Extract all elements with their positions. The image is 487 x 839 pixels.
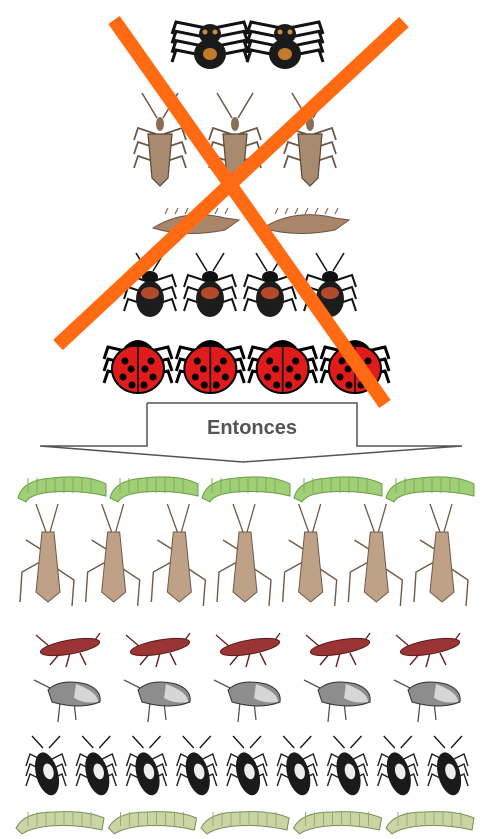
black-white-bug-icon [378,736,418,798]
spider-icon [172,22,248,69]
transition-label: Entonces [207,417,297,439]
red-bug-icon [216,633,281,667]
black-white-bug-icon [227,736,267,798]
mirid-bug-icon [151,504,205,606]
mirid-bug-icon [86,504,140,606]
pale-caterpillar-icon [201,812,289,834]
black-white-bug-icon [177,736,217,798]
black-white-bug-icon [428,736,468,798]
mirid-bug-icon [20,504,74,606]
grey-plant-bug-icon [124,680,190,722]
green-caterpillar-icon [18,477,106,502]
spider-icon [247,22,323,69]
grey-plant-bug-icon [34,680,100,722]
lacewing-larva-icon [263,208,349,234]
ladybug-icon [176,340,244,393]
pale-caterpillar-icon [16,812,104,834]
red-bug-icon [126,633,191,667]
ladybug-icon [249,340,317,393]
green-caterpillar-icon [386,477,474,502]
grey-plant-bug-icon [214,680,280,722]
pests-group [16,477,474,834]
black-white-bug-icon [127,736,167,798]
red-bug-icon [396,633,461,667]
green-caterpillar-icon [110,477,198,502]
transition-arrow: Entonces [40,403,462,462]
ground-beetle-icon [184,253,236,317]
red-bug-icon [36,633,101,667]
mirid-bug-icon [283,504,337,606]
black-white-bug-icon [26,736,66,798]
pale-caterpillar-icon [386,812,474,834]
pale-caterpillar-icon [109,812,197,834]
black-white-bug-icon [76,736,116,798]
mirid-bug-icon [414,504,468,606]
green-caterpillar-icon [202,477,290,502]
red-bug-icon [306,633,371,667]
green-caterpillar-icon [294,477,382,502]
grey-plant-bug-icon [304,680,370,722]
grey-plant-bug-icon [394,680,460,722]
ladybug-icon [104,340,172,393]
mirid-bug-icon [217,504,271,606]
black-white-bug-icon [277,736,317,798]
cross-stroke [58,22,404,345]
black-white-bug-icon [328,736,368,798]
mirid-bug-icon [348,504,402,606]
pale-caterpillar-icon [294,812,382,834]
